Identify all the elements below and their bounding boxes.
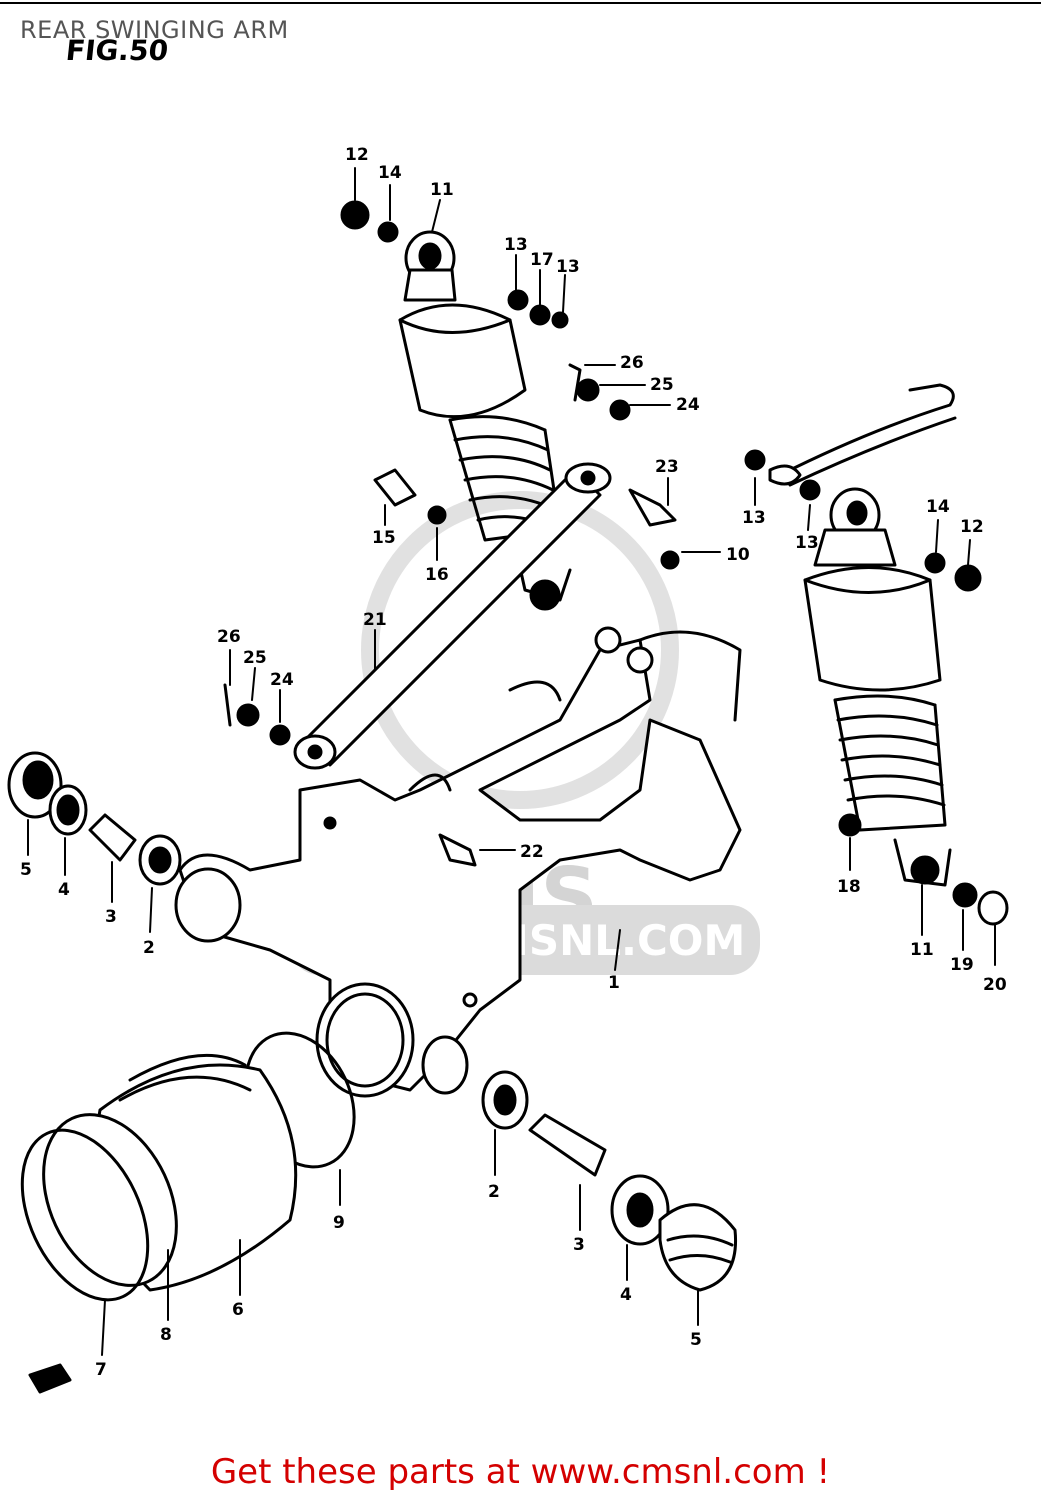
callout-7: 7 [95,1360,107,1380]
callout-26: 26 [217,627,241,647]
callout-20: 20 [983,975,1007,995]
callout-14: 14 [926,497,950,517]
callout-2: 2 [488,1182,500,1202]
callout-15: 15 [372,528,396,548]
callout-5: 5 [690,1330,702,1350]
callout-3: 3 [573,1235,585,1255]
callout-3: 3 [105,907,117,927]
callout-12: 12 [345,145,369,165]
callout-21: 21 [363,610,387,630]
pivot-parts-right [481,1070,738,1292]
callout-19: 19 [950,955,974,975]
torque-link-rod [293,462,612,770]
callout-24: 24 [676,395,700,415]
leader-lines [27,167,996,1356]
page-title: REAR SWINGING ARM [20,16,289,44]
callout-13: 13 [742,508,766,528]
callout-14: 14 [378,163,402,183]
callout-13: 13 [795,533,819,553]
callout-11: 11 [430,180,454,200]
callout-12: 12 [960,517,984,537]
callout-16: 16 [425,565,449,585]
callout-13: 13 [556,257,580,277]
callout-2: 2 [143,938,155,958]
callout-18: 18 [837,877,861,897]
callout-8: 8 [160,1325,172,1345]
exploded-view-diagram: CMS WWW.CMSNL.COM [7,145,1009,1394]
callout-13: 13 [504,235,528,255]
callout-9: 9 [333,1213,345,1233]
callout-22: 22 [520,842,544,862]
top-border [0,2,1041,4]
callout-6: 6 [232,1300,244,1320]
callout-23: 23 [655,457,679,477]
callout-11: 11 [910,940,934,960]
callout-10: 10 [726,545,750,565]
callout-25: 25 [650,375,674,395]
footer-promo-link[interactable]: Get these parts at www.cmsnl.com ! [210,1452,831,1492]
brake-rod [768,383,957,487]
callout-26: 26 [620,353,644,373]
hardware-small-parts [28,200,1009,1394]
callout-4: 4 [620,1285,632,1305]
watermark-ring [361,491,679,809]
rubber-boot-assembly [20,1031,356,1302]
callout-5: 5 [20,860,32,880]
shock-absorber-left [398,230,572,611]
pivot-parts-left [7,751,182,886]
callout-1: 1 [608,973,620,993]
callout-25: 25 [243,648,267,668]
callout-labels: 12 14 11 13 17 13 26 25 24 23 13 13 14 1… [20,145,1007,1380]
callout-24: 24 [270,670,294,690]
callout-17: 17 [530,250,554,270]
callout-4: 4 [58,880,70,900]
shock-absorber-right [803,487,952,887]
